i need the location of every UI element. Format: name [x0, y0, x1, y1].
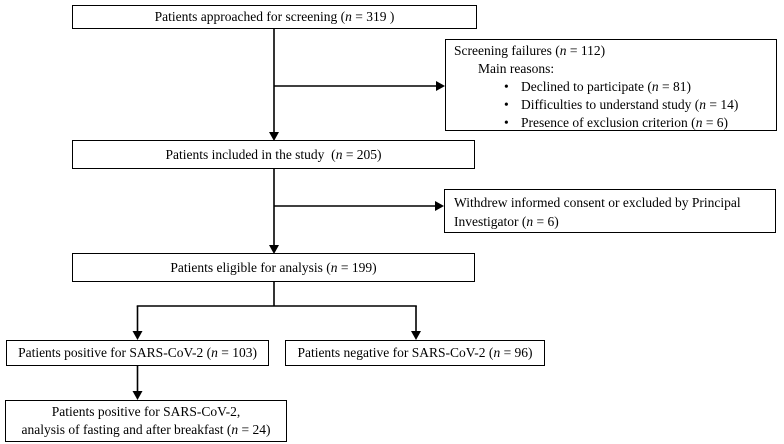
fasting-line2: analysis of fasting and after breakfast …: [21, 421, 270, 439]
n-italic: n: [335, 146, 343, 162]
n-italic: n: [695, 115, 703, 130]
label-post: = 6): [533, 214, 559, 229]
arrow-right-icon: [436, 81, 445, 91]
bullet-icon: •: [504, 97, 509, 112]
box-patients-approached: Patients approached for screening (n = 3…: [72, 5, 477, 29]
box-screening-failures: Screening failures (n = 112) Main reason…: [445, 39, 777, 131]
label-post: = 103): [217, 345, 257, 360]
label-post: = 205): [342, 146, 382, 162]
withdrew-line2: Investigator (n = 6): [454, 212, 766, 231]
failures-title: Screening failures (n = 112): [454, 42, 768, 60]
arrow-down-icon: [132, 331, 143, 340]
n-italic: n: [699, 97, 706, 112]
label-pre: Difficulties to understand study (: [521, 97, 700, 112]
n-italic: n: [493, 345, 501, 360]
label-pre: Patients negative for SARS-CoV-2 (: [297, 345, 494, 360]
label-pre: Presence of exclusion criterion (: [521, 115, 696, 130]
n-italic: n: [559, 43, 567, 58]
box-label: Patients included in the study (n = 205): [165, 146, 381, 164]
fasting-line1: Patients positive for SARS-CoV-2,: [51, 404, 241, 419]
box-label: Patients eligible for analysis (n = 199): [170, 259, 376, 277]
box-label: Patients negative for SARS-CoV-2 (n = 96…: [297, 344, 532, 362]
label-post: = 81): [658, 79, 691, 94]
label-post: = 24): [238, 422, 271, 437]
label-pre: Patients approached for screening (: [154, 9, 346, 24]
label-pre: Declined to participate (: [521, 79, 652, 94]
n-italic: n: [526, 214, 534, 229]
label-pre: Screening failures (: [454, 43, 560, 58]
n-italic: n: [330, 259, 338, 275]
label-pre: Investigator (: [454, 214, 527, 229]
n-italic: n: [231, 422, 239, 437]
bullet-icon: •: [504, 79, 509, 94]
arrow-right-icon: [435, 201, 444, 211]
arrow-down-icon: [269, 132, 279, 141]
n-italic: n: [651, 79, 659, 94]
label-post: = 112): [566, 43, 606, 58]
label-post: = 14): [705, 97, 739, 112]
label-post: = 96): [500, 345, 533, 360]
arrow-down-icon: [411, 331, 421, 340]
box-label: Patients positive for SARS-CoV-2 (n = 10…: [18, 344, 257, 362]
failures-subtitle: Main reasons:: [478, 61, 555, 76]
box-positive-fasting-analysis: Patients positive for SARS-CoV-2, analys…: [5, 400, 287, 442]
n-italic: n: [211, 345, 218, 360]
withdrew-line1: Withdrew informed consent or excluded by…: [454, 195, 741, 210]
box-negative-sars-cov-2: Patients negative for SARS-CoV-2 (n = 96…: [285, 340, 545, 366]
box-label: Patients approached for screening (n = 3…: [155, 8, 395, 26]
box-patients-eligible: Patients eligible for analysis (n = 199): [72, 253, 475, 282]
label-pre: Patients positive for SARS-CoV-2 (: [18, 345, 212, 360]
label-pre: Patients eligible for analysis (: [170, 259, 331, 275]
label-pre: Patients included in the study (: [165, 146, 336, 162]
failures-bullet-exclusion: • Presence of exclusion criterion (n = 6): [454, 114, 768, 132]
arrow-down-icon: [132, 391, 143, 400]
bullet-icon: •: [504, 115, 509, 130]
box-positive-sars-cov-2: Patients positive for SARS-CoV-2 (n = 10…: [6, 340, 269, 366]
arrow-down-icon: [269, 245, 279, 254]
label-pre: analysis of fasting and after breakfast …: [21, 422, 232, 437]
label-post: = 6): [702, 115, 729, 130]
box-withdrew-consent: Withdrew informed consent or excluded by…: [444, 189, 776, 233]
box-patients-included: Patients included in the study (n = 205): [72, 140, 475, 169]
label-post: = 199): [337, 259, 377, 275]
label-post: = 319 ): [351, 9, 395, 24]
failures-bullet-difficulties: • Difficulties to understand study (n = 1…: [454, 96, 768, 114]
n-italic: n: [345, 9, 352, 24]
failures-bullet-declined: • Declined to participate (n = 81): [454, 78, 768, 96]
